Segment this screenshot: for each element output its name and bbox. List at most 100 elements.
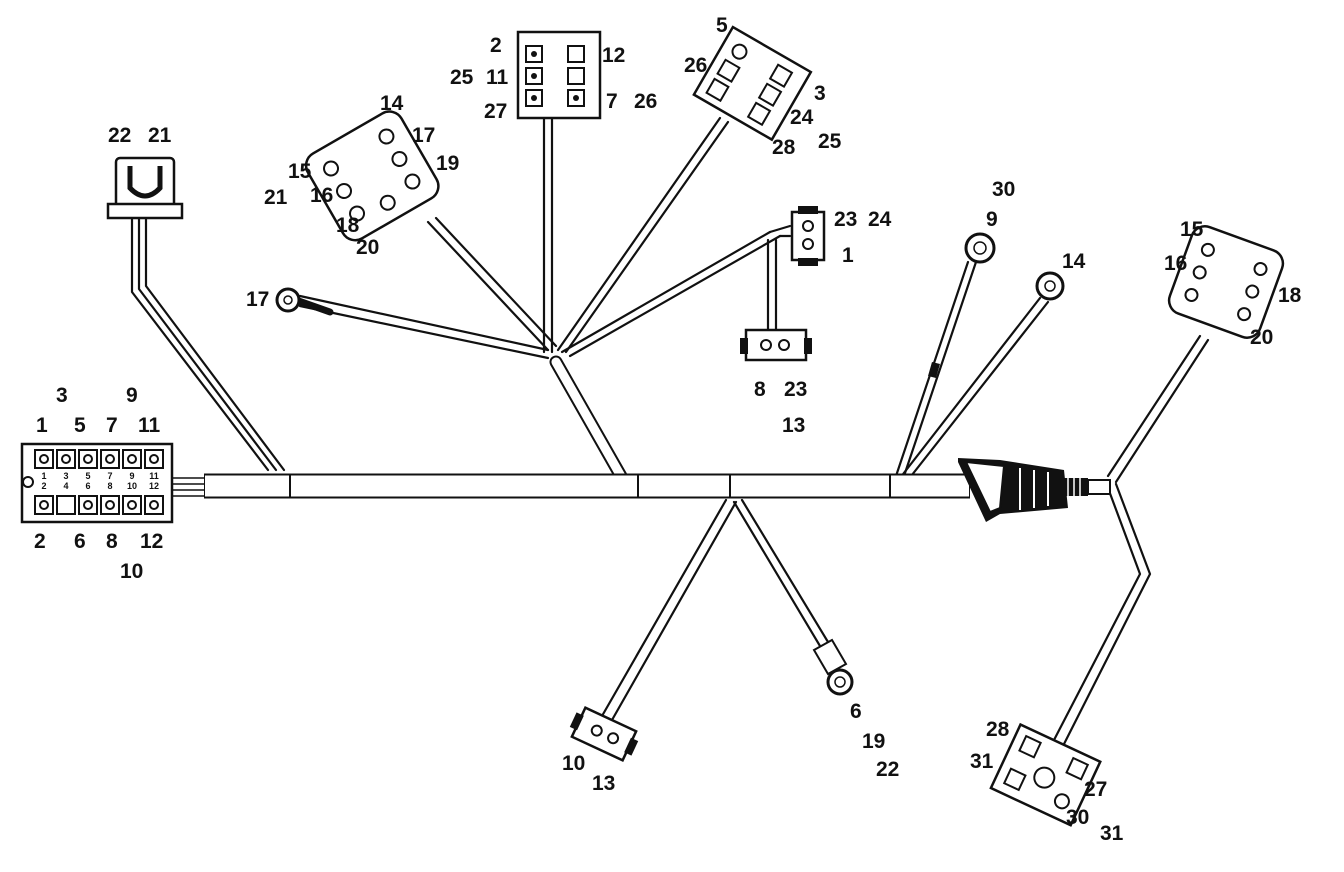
ring-6-sleeve bbox=[812, 638, 848, 676]
block-28-31 bbox=[989, 722, 1102, 827]
main-block-top-pin-hole bbox=[127, 454, 137, 464]
main-block-pin-number-top: 9 bbox=[129, 471, 134, 481]
label-12-top: 12 bbox=[602, 44, 625, 67]
label-8-mid: 8 bbox=[754, 378, 766, 401]
ring-terminal-9-hole bbox=[973, 241, 987, 255]
connector-23-24 bbox=[790, 206, 826, 266]
block-15-body bbox=[1167, 225, 1285, 339]
grommet-thread bbox=[1064, 478, 1088, 496]
wire-to-ring-17-b bbox=[298, 304, 550, 360]
label-7-top: 7 bbox=[606, 90, 618, 113]
top-connector-2-12 bbox=[516, 30, 602, 120]
label-14: 14 bbox=[380, 92, 404, 115]
block-14-body bbox=[304, 110, 440, 242]
block-lead-wires bbox=[171, 477, 205, 497]
main-block-pin-number-bottom: 6 bbox=[85, 481, 90, 491]
main-block-pin-number-top: 5 bbox=[85, 471, 90, 481]
hub-down-branch-inner bbox=[551, 357, 627, 483]
label-26: 26 bbox=[634, 90, 657, 113]
ring-terminal-14-hole bbox=[1044, 280, 1056, 292]
label-17: 17 bbox=[412, 124, 435, 147]
ring-terminal-6-hole bbox=[834, 676, 846, 688]
label-24: 24 bbox=[790, 106, 814, 129]
connector-8-cap-right bbox=[804, 338, 812, 354]
connector-23-body bbox=[790, 210, 826, 262]
ring-terminal-17-hole bbox=[283, 295, 293, 305]
block-14-pin bbox=[349, 205, 366, 222]
label-5-top: 5 bbox=[716, 14, 728, 37]
connector-10-13 bbox=[569, 706, 639, 762]
label-13-bottom: 13 bbox=[592, 772, 615, 795]
label-9-ring: 9 bbox=[986, 208, 998, 231]
label-11-left: 11 bbox=[138, 414, 161, 437]
connector-8-pin bbox=[760, 339, 772, 351]
label-30-bottom: 30 bbox=[1066, 806, 1089, 829]
main-block-bottom-pin-hole bbox=[127, 500, 137, 510]
label-11: 11 bbox=[486, 66, 509, 89]
wire-to-ring-17-a bbox=[298, 294, 550, 352]
block-15-pin bbox=[1253, 262, 1268, 277]
main-block-pin-number-bottom: 2 bbox=[41, 481, 46, 491]
main-block-bottom-pin-hole bbox=[39, 500, 49, 510]
block-14-pin bbox=[336, 183, 353, 199]
grommet-boot-face bbox=[964, 460, 1006, 514]
label-13-mid: 13 bbox=[782, 414, 805, 437]
wire-to-ring-6-a bbox=[732, 500, 822, 648]
label-19: 19 bbox=[436, 152, 459, 175]
top-connector-pin bbox=[567, 67, 585, 85]
grommet-thread-lines bbox=[1067, 478, 1081, 496]
label-1-right: 1 bbox=[842, 244, 854, 267]
label-28: 28 bbox=[772, 136, 796, 159]
block-15-pin bbox=[1200, 242, 1215, 257]
main-block-bottom-pin bbox=[56, 495, 76, 515]
label-2-top: 2 bbox=[490, 34, 502, 57]
main-block-pin-number-bottom: 10 bbox=[127, 481, 137, 491]
connector-10-pin bbox=[607, 732, 620, 745]
wire-to-block-14-b bbox=[434, 216, 558, 348]
main-block-hole bbox=[22, 476, 34, 488]
connector-23-pin bbox=[802, 220, 814, 232]
wire-to-ring-6-b bbox=[740, 498, 830, 644]
ring-9-marker bbox=[928, 362, 940, 378]
wire-to-block-14-a bbox=[426, 220, 550, 352]
main-block-pin-number-top: 11 bbox=[149, 471, 159, 481]
label-27: 27 bbox=[484, 100, 507, 123]
wire-to-ring-14-b bbox=[906, 300, 1050, 482]
label-18-right: 18 bbox=[1278, 284, 1302, 307]
block-15-pin bbox=[1192, 265, 1207, 280]
top-connector-pin-dot bbox=[573, 95, 579, 101]
u-connector bbox=[106, 156, 184, 220]
connector-10-pin bbox=[590, 724, 603, 737]
block-14-pin bbox=[391, 151, 408, 167]
block-15-pin bbox=[1245, 284, 1260, 299]
wire-to-connector-10-a bbox=[600, 498, 728, 718]
label-7-left: 7 bbox=[106, 414, 118, 437]
block-15-pin bbox=[1184, 287, 1199, 302]
label-5-left: 5 bbox=[74, 414, 86, 437]
wire-to-block-15-a bbox=[1106, 334, 1202, 478]
label-15: 15 bbox=[288, 160, 312, 183]
label-10-bottom: 10 bbox=[562, 752, 585, 775]
label-22-bottom: 22 bbox=[876, 758, 899, 781]
wire-to-block-5-b bbox=[564, 120, 730, 354]
label-10-left: 10 bbox=[120, 560, 143, 583]
block-14 bbox=[304, 110, 440, 242]
wire-to-block-15-b bbox=[1114, 338, 1210, 484]
main-block-pin-number-bottom: 4 bbox=[63, 481, 68, 491]
main-block-pin-number-top: 3 bbox=[63, 471, 68, 481]
block-14-pin bbox=[378, 128, 395, 145]
wire-to-block-28-a bbox=[1052, 486, 1142, 742]
label-6-bottom: 6 bbox=[850, 700, 862, 723]
wire-to-block-5-a bbox=[556, 116, 722, 352]
main-block-top-pin-hole bbox=[105, 454, 115, 464]
main-block-top-pin-hole bbox=[149, 454, 159, 464]
wire-to-block-28-b bbox=[1062, 482, 1152, 746]
label-8-left: 8 bbox=[106, 530, 118, 553]
number-labels: 22 21 14 17 15 19 21 16 18 20 2 12 25 11… bbox=[34, 14, 1302, 845]
block-5-pin bbox=[731, 43, 748, 60]
main-block-bottom-pin-hole bbox=[149, 500, 159, 510]
grommet-ribs bbox=[1019, 468, 1049, 510]
